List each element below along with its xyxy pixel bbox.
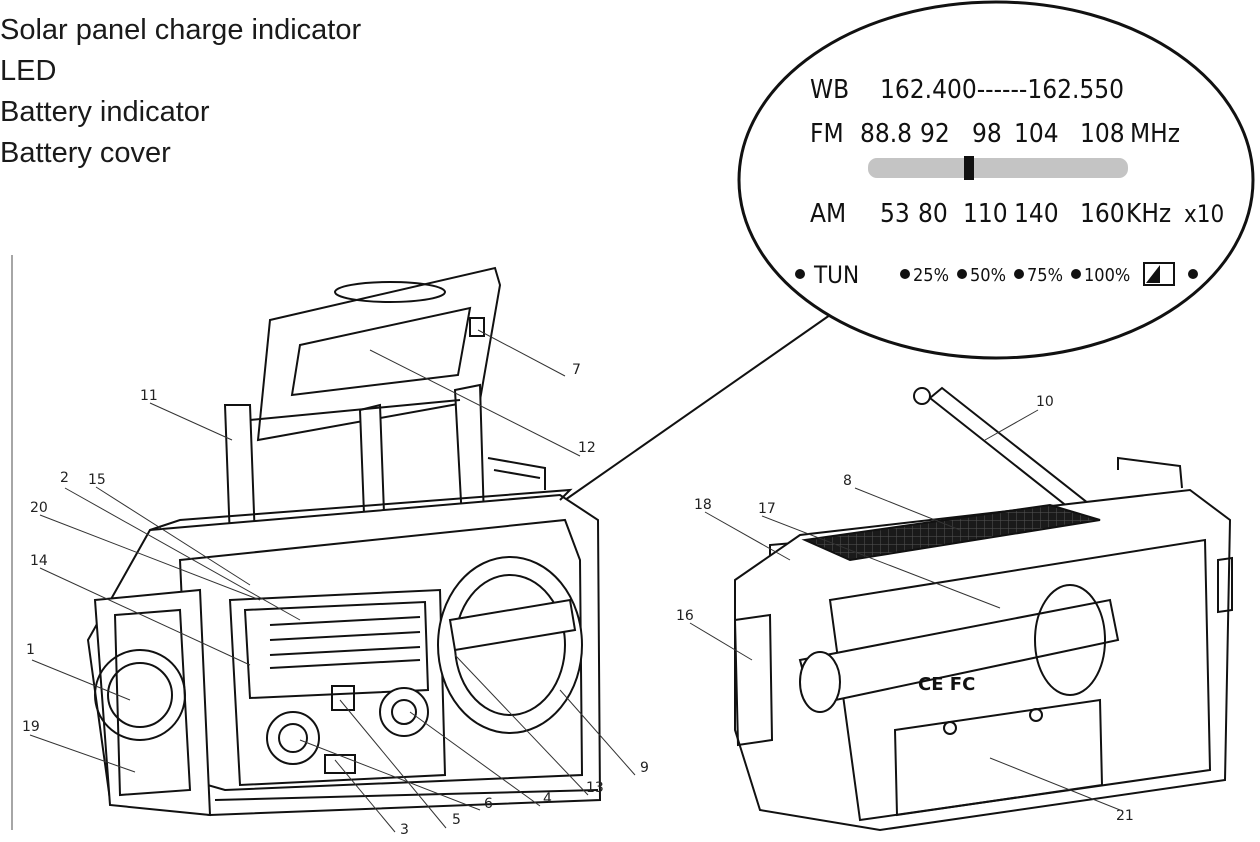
led-50-icon <box>957 269 967 279</box>
callout-4: 4 <box>543 791 552 807</box>
callout-19: 19 <box>22 719 40 735</box>
callout-21: 21 <box>1116 808 1134 824</box>
level-75: 75% <box>1027 265 1063 286</box>
solar-led-icon <box>1188 269 1198 279</box>
callout-3: 3 <box>400 822 409 838</box>
level-100: 100% <box>1084 265 1130 286</box>
callout-17: 17 <box>758 501 776 517</box>
am-value-3: 110 <box>963 199 1008 229</box>
callout-10: 10 <box>1036 394 1054 410</box>
fm-unit: MHz <box>1130 119 1180 149</box>
legend-item-solar-indicator: Solar panel charge indicator <box>0 14 362 46</box>
radio-back-view <box>733 386 1233 832</box>
fm-label: FM <box>810 119 844 149</box>
callout-8: 8 <box>843 473 852 489</box>
dial-zoom: WB 162.400------162.550 FM 88.8 92 98 10… <box>737 0 1255 360</box>
legend-item-battery-indicator: Battery indicator <box>0 96 210 128</box>
am-value-2: 80 <box>918 199 948 229</box>
legend-item-battery-cover: Battery cover <box>0 137 171 169</box>
callout-20: 20 <box>30 500 48 516</box>
callout-16: 16 <box>676 608 694 624</box>
led-100-icon <box>1071 269 1081 279</box>
wb-label: WB <box>810 75 849 105</box>
callout-18: 18 <box>694 497 712 513</box>
callout-2: 2 <box>60 470 69 486</box>
callout-9: 9 <box>640 760 649 776</box>
led-75-icon <box>1014 269 1024 279</box>
am-label: AM <box>810 199 846 229</box>
fm-value-2: 92 <box>920 119 950 149</box>
callout-numbers: 1 2 3 4 5 6 7 8 9 10 11 12 13 14 15 16 1… <box>22 362 1134 838</box>
callout-5: 5 <box>452 812 461 828</box>
component-legend: Solar panel charge indicator LED Battery… <box>0 10 361 174</box>
callout-6: 6 <box>484 796 493 812</box>
led-25-icon <box>900 269 910 279</box>
fm-value-4: 104 <box>1014 119 1059 149</box>
am-unit: KHz <box>1126 199 1171 229</box>
radio-front-view <box>11 255 602 830</box>
callout-11: 11 <box>140 388 158 404</box>
solar-panel-icon <box>1143 262 1175 286</box>
am-value-4: 140 <box>1014 199 1059 229</box>
callout-7: 7 <box>572 362 581 378</box>
zoom-leader-line <box>564 314 831 501</box>
level-50: 50% <box>970 265 1006 286</box>
am-value-5: 160 <box>1080 199 1125 229</box>
legend-item-led: LED <box>0 55 57 87</box>
callout-12: 12 <box>578 440 596 456</box>
am-value-1: 53 <box>880 199 910 229</box>
tuning-needle <box>964 156 974 180</box>
zoom-ellipse <box>737 0 1255 360</box>
tun-led-icon <box>795 269 805 279</box>
fm-value-1: 88.8 <box>860 119 912 149</box>
callout-15: 15 <box>88 472 106 488</box>
ce-fcc-badge: CE FC <box>918 674 975 695</box>
fm-value-5: 108 <box>1080 119 1125 149</box>
tun-label: TUN <box>813 261 859 289</box>
level-25: 25% <box>913 265 949 286</box>
callout-13: 13 <box>586 780 604 796</box>
tuning-bar <box>868 158 1128 178</box>
am-multiplier: x10 <box>1184 200 1224 228</box>
wb-range: 162.400------162.550 <box>880 75 1124 105</box>
callout-14: 14 <box>30 553 48 569</box>
callout-1: 1 <box>26 642 35 658</box>
fm-value-3: 98 <box>972 119 1002 149</box>
callout-leaders <box>29 329 1121 833</box>
